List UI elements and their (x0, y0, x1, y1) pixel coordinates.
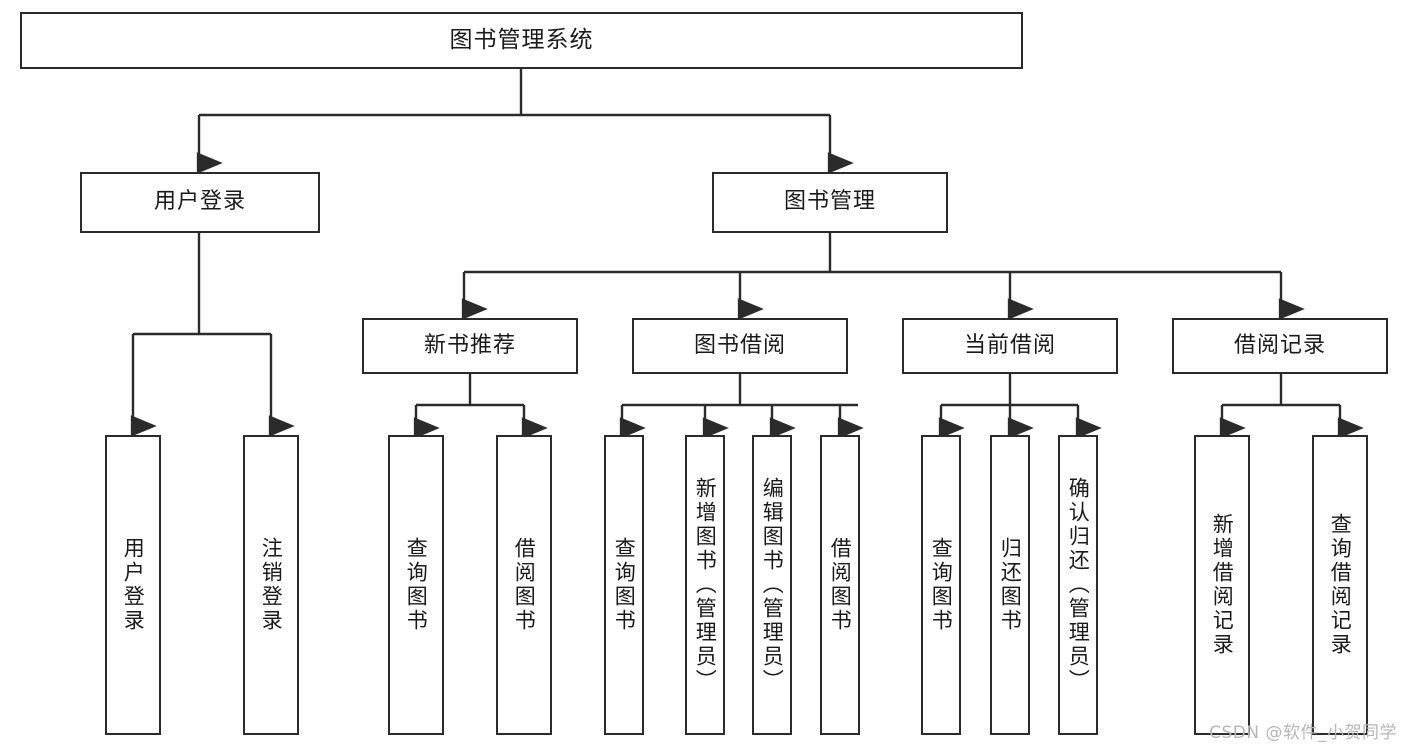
leaf-return-book[interactable]: 归还图书 (990, 435, 1030, 735)
leaf-add-borrow-record[interactable]: 新增借阅记录 (1194, 435, 1250, 735)
leaf-confirm-return-admin[interactable]: 确认归还（管理员） (1058, 435, 1098, 735)
leaf-query-borrow-record[interactable]: 查询借阅记录 (1312, 435, 1368, 735)
watermark-text: CSDN @软件_小贺同学 (1209, 723, 1397, 743)
node-user-login[interactable]: 用户登录 (80, 172, 320, 233)
leaf-logout[interactable]: 注销登录 (243, 435, 299, 735)
leaf-borrow-book-recommend[interactable]: 借阅图书 (496, 435, 552, 735)
node-root-system[interactable]: 图书管理系统 (20, 12, 1023, 69)
leaf-borrow-book[interactable]: 借阅图书 (820, 435, 860, 735)
node-borrow-record[interactable]: 借阅记录 (1172, 318, 1388, 374)
leaf-query-book-recommend[interactable]: 查询图书 (388, 435, 444, 735)
node-current-borrow[interactable]: 当前借阅 (902, 318, 1118, 374)
leaf-query-book-borrow[interactable]: 查询图书 (604, 435, 644, 735)
leaf-query-book-current[interactable]: 查询图书 (921, 435, 961, 735)
leaf-edit-book-admin[interactable]: 编辑图书（管理员） (752, 435, 792, 735)
node-book-borrow[interactable]: 图书借阅 (632, 318, 848, 374)
node-new-book-recommend[interactable]: 新书推荐 (362, 318, 578, 374)
leaf-add-book-admin[interactable]: 新增图书（管理员） (685, 435, 725, 735)
leaf-user-login[interactable]: 用户登录 (105, 435, 161, 735)
node-book-management[interactable]: 图书管理 (712, 172, 948, 233)
